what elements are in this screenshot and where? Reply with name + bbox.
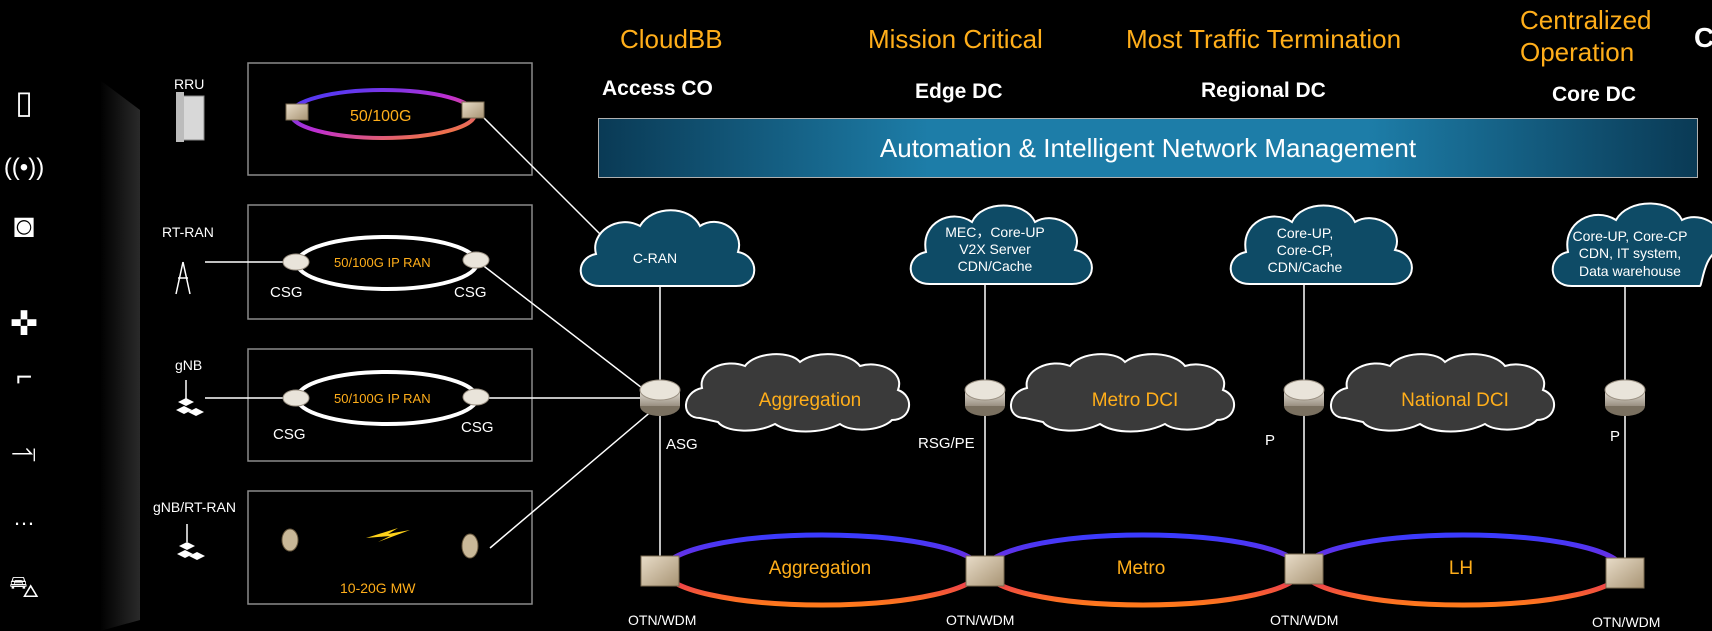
csg-router-icon <box>282 251 490 407</box>
edge-cloud-line-2: V2X Server <box>959 241 1031 257</box>
cloud-national-dci <box>1330 353 1555 433</box>
site-regional-dc: Regional DC <box>1201 79 1326 102</box>
otn-node-label-3: OTN/WDM <box>1270 612 1339 628</box>
core-cloud-line-3: Data warehouse <box>1579 263 1681 279</box>
ip-aggregation-label: Aggregation <box>758 390 862 411</box>
cloud-core <box>1551 202 1712 287</box>
rtran-ring-label: 50/100G IP RAN <box>334 255 431 270</box>
otn-metro-label: Metro <box>1116 558 1166 579</box>
ellipsis-icon: … <box>13 505 35 530</box>
gnb-tower-icon <box>176 380 204 416</box>
otn-lh-label: LH <box>1448 558 1474 579</box>
cran-label: C-RAN <box>632 250 678 266</box>
sidebar-shade <box>100 80 140 631</box>
category-centralized-operation: Centralized Operation <box>1520 5 1652 67</box>
cloud-aggregation <box>685 353 910 433</box>
gnb-csg-right: CSG <box>461 419 494 436</box>
access-box-mw <box>247 490 533 605</box>
regional-cloud-line-1: Core-UP, <box>1276 225 1334 241</box>
rru-ring-label: 50/100G <box>350 108 412 125</box>
microwave-dish-icon <box>281 528 479 559</box>
core-cloud-line-1: Core-UP, Core-CP <box>1572 228 1688 244</box>
mw-ring-label: 10-20G MW <box>340 580 416 596</box>
otn-node-label-4: OTN/WDM <box>1592 614 1661 630</box>
edge-cloud-line-1: MEC，Core-UP <box>945 224 1045 240</box>
rtran-label: RT-RAN <box>162 224 214 240</box>
edge-cloud-line-3: CDN/Cache <box>957 258 1033 274</box>
gamepad-icon: ✜ <box>9 305 39 343</box>
router-p2-icon <box>1604 379 1646 416</box>
router-rsg-icon <box>964 379 1006 416</box>
cloud-metro-dci <box>1010 353 1235 433</box>
otn-node-label-1: OTN/WDM <box>628 612 697 628</box>
cloud-cran <box>579 209 756 287</box>
link-mw-asg <box>489 403 661 549</box>
router-asg-icon <box>639 379 681 416</box>
ip-metro-dci-label: Metro DCI <box>1091 390 1179 411</box>
site-core-dc: Core DC <box>1552 83 1637 106</box>
smartphone-icon: ▯ <box>15 84 33 120</box>
cloud-edge <box>909 204 1093 285</box>
router-p1-icon <box>1283 379 1325 416</box>
ip-national-dci-label: National DCI <box>1401 390 1509 411</box>
wifi-router-icon: ((•)) <box>3 154 45 181</box>
regional-cloud-line-3: CDN/Cache <box>1267 259 1343 275</box>
rtran-csg-left: CSG <box>270 284 303 301</box>
gnb-ring-label: 50/100G IP RAN <box>334 391 431 406</box>
banner-text: Automation & Intelligent Network Managem… <box>879 132 1417 163</box>
rru-ring-node-icon <box>285 101 485 121</box>
street-lamp-icon: ⥓ <box>11 436 37 467</box>
regional-cloud-line-2: Core-CP, <box>1276 242 1334 258</box>
otn-aggregation-label: Aggregation <box>768 558 872 579</box>
rtran-csg-right: CSG <box>454 284 487 301</box>
p1-label: P <box>1265 432 1276 449</box>
category-cloudbb: CloudBB <box>620 24 723 54</box>
otn-node-label-2: OTN/WDM <box>946 612 1015 628</box>
p2-label: P <box>1610 428 1621 445</box>
security-camera-icon: ⌐ <box>15 361 33 392</box>
lightning-icon <box>366 528 410 542</box>
rtran-tower-icon <box>175 261 191 295</box>
otn-node-icon <box>640 553 1645 589</box>
header-cut-char: C <box>1694 22 1712 53</box>
rsg-label: RSG/PE <box>918 435 975 452</box>
connected-car-icon: ⛍ <box>8 571 40 604</box>
link-rtran-asg <box>475 259 656 399</box>
access-box-gnb <box>247 348 533 462</box>
gnb-label: gNB <box>175 357 203 373</box>
rru-label: RRU <box>174 76 205 92</box>
site-edge-dc: Edge DC <box>915 80 1003 103</box>
mw-label: gNB/RT-RAN <box>153 499 236 515</box>
asg-label: ASG <box>666 436 698 453</box>
mw-tower-icon <box>177 524 205 560</box>
automation-banner: Automation & Intelligent Network Managem… <box>598 118 1698 178</box>
category-mission-critical: Mission Critical <box>868 24 1043 54</box>
cloud-regional <box>1229 204 1413 285</box>
vr-headset-icon: ◙ <box>13 207 35 245</box>
site-access-co: Access CO <box>602 77 713 100</box>
access-box-rru <box>247 62 533 176</box>
rru-device-icon <box>176 92 205 142</box>
gnb-csg-left: CSG <box>273 426 306 443</box>
link-rru-cran <box>475 109 601 235</box>
core-cloud-line-2: CDN, IT system, <box>1578 245 1682 261</box>
category-most-traffic: Most Traffic Termination <box>1126 24 1402 54</box>
